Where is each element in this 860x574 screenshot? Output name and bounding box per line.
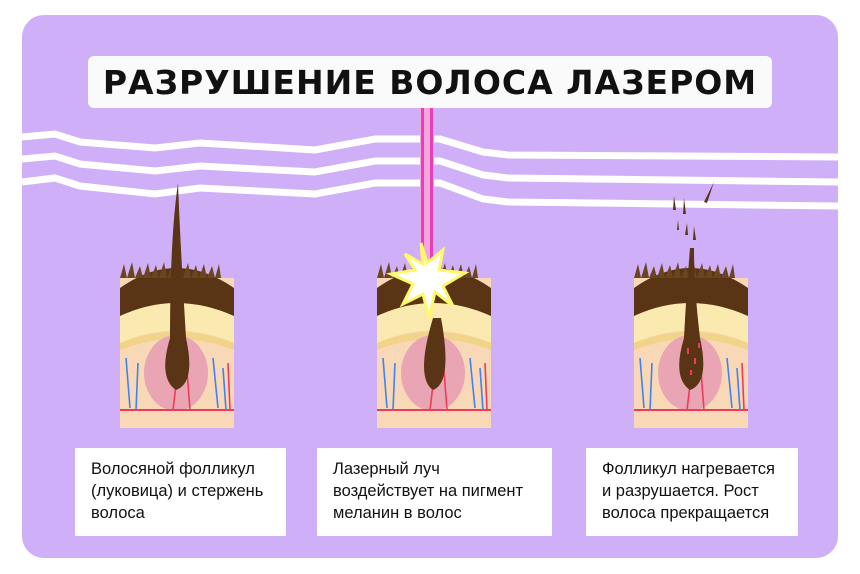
page-title: РАЗРУШЕНИЕ ВОЛОСА ЛАЗЕРОМ [88,56,772,108]
destroyed-follicle-illustration [633,182,749,429]
step-3-caption: Фолликул нагревается и разрушается. Рост… [586,448,798,536]
step-1-caption: Волосяной фолликул (луковица) и стержень… [75,448,286,536]
hair-follicle-illustration [120,183,234,428]
laser-beam-follicle-illustration [376,242,492,429]
step-2-caption: Лазерный луч воздействует на пигмент мел… [317,448,552,536]
